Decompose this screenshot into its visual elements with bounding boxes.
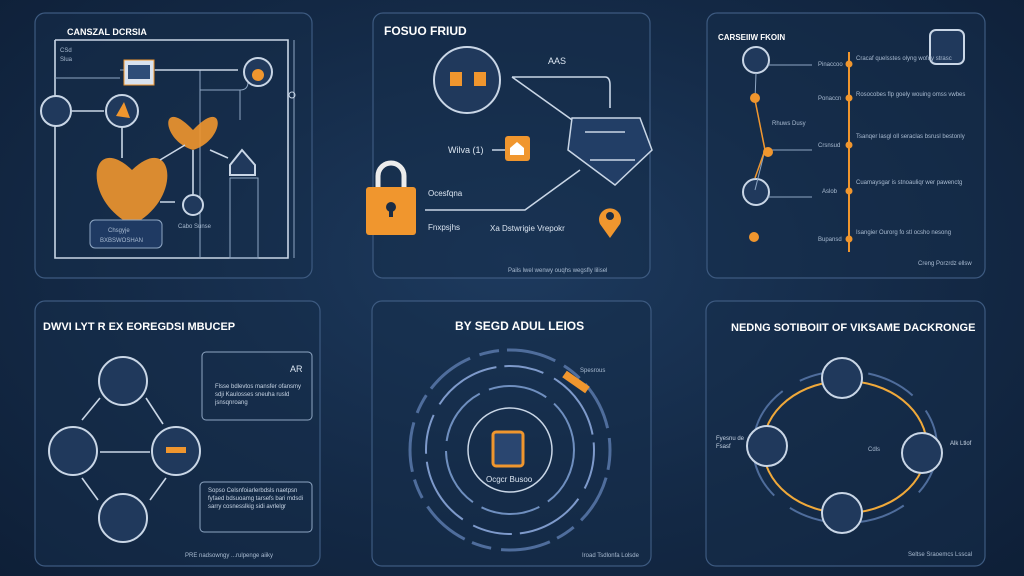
svg-text:Rosocobes flp goely wouing oms: Rosocobes flp goely wouing omss vwbes <box>856 92 965 98</box>
svg-text:Bupansd: Bupansd <box>818 237 842 243</box>
caption-line1: Chsgyje <box>108 228 130 234</box>
outer-ring <box>425 365 595 535</box>
lock-label-1: Ocesfqna <box>428 189 463 198</box>
panel2-title: FOSUO FRIUD <box>384 24 467 38</box>
document-stack-icon <box>567 117 653 186</box>
lock-icon <box>375 160 407 188</box>
panel4-footer: PRE nadsowngy ...rulpenge aiiky <box>185 553 273 559</box>
home-icon <box>229 148 256 176</box>
timeline-step-5: Bupansd Isangier Ourorg fo stl ocsho neso… <box>818 230 951 243</box>
left-node-label: Fyesnu de Fsasf <box>716 436 745 450</box>
panel-care-diagram: CANSZAL DCRSIA CSd Slua Chsgyje BXBSWOSH… <box>34 12 313 279</box>
svg-text:Isangier Ourorg fo stl ocsho n: Isangier Ourorg fo stl ocsho nesong <box>856 230 951 236</box>
node-chip-icon <box>901 432 943 474</box>
node-gate-icon <box>746 425 788 467</box>
heart-icon-large <box>96 157 168 225</box>
callout-top-text: Flsse bdlevtos mansfer ofansmy sdji Kaul… <box>215 384 302 406</box>
timeline-step-1: Pinaccoo Cracaf quelsstes olyng wofdy str… <box>818 56 952 68</box>
panel1-title: CANSZAL DCRSIA <box>67 27 147 37</box>
ring-label: Spesrous <box>580 368 605 374</box>
svg-text:Cuamaysgar is stnoauliqr wer p: Cuamaysgar is stnoauliqr wer pawenctg <box>856 180 962 186</box>
svg-text:Ponaccn: Ponaccn <box>818 96 841 102</box>
panel-fraud-flow: FOSUO FRIUD AAS Wilva (1) Ocesfqna Fnxps… <box>366 12 653 279</box>
panel5-title: BY SEGD ADUL LEIOS <box>455 319 584 333</box>
security-hub-icon <box>433 46 501 114</box>
svg-text:Aslob: Aslob <box>822 189 838 195</box>
inner-ring <box>467 407 553 493</box>
highlight-segment <box>562 370 590 394</box>
callout-tag: AR <box>290 364 303 374</box>
panel-timeline: CARSEIIW FKOIN Rhuws Dusy Pinaccoo Cracaf… <box>706 12 986 279</box>
center-label: Ocgcr Busoo <box>486 475 533 484</box>
timeline-mid-label: Rhuws Dusy <box>772 121 806 127</box>
callout-box-bottom <box>199 481 313 533</box>
node-globe-icon <box>821 492 863 534</box>
left-label: Wilva (1) <box>448 145 484 155</box>
panel4-title: DWVI LYT R EX EOREGDSI MBUCEP <box>43 321 235 333</box>
panel6-title: NEDNG SOTIBOIIT OF VIKSAME DACKRONGE <box>731 322 975 334</box>
panel5-footer: Iroad Tsdlonfa Lolsde <box>582 553 640 559</box>
node-cloud-icon <box>821 357 863 399</box>
server-stack-icon <box>929 29 965 65</box>
heart-icon <box>168 116 218 150</box>
panel2-footer: Pails lwel wenwy ouqhs wegsfly lilisel <box>508 268 607 274</box>
node-device-icon <box>98 356 148 406</box>
callout-box-top <box>201 351 313 421</box>
location-pin-icon <box>599 208 621 238</box>
caption-box <box>89 219 163 249</box>
callout-bottom-text: Sopso Celsnfoiarlerbdsls naetpsn fyfaed … <box>208 488 304 510</box>
svg-text:Tsanqer lasgl oll seraclas bsr: Tsanqer lasgl oll seraclas bsrusl beston… <box>856 134 965 140</box>
far-right-label: Alk Ltlof <box>950 441 972 447</box>
panel-loop: NEDNG SOTIBOIIT OF VIKSAME DACKRONGE Fye… <box>705 300 986 567</box>
top-label: AAS <box>548 56 566 66</box>
timeline-step-3: Crsnsud Tsanqer lasgl oll seraclas bsrusl… <box>818 134 965 149</box>
bottom-label: Xa Dstwrigie Vrepokr <box>490 224 565 233</box>
building-node-icon <box>182 194 204 216</box>
label-slua: Slua <box>60 57 73 63</box>
timeline-step-2: Ponaccn Rosocobes flp goely wouing omss v… <box>818 92 965 102</box>
timeline-step-4: Aslob Cuamaysgar is stnoauliqr wer pawenc… <box>822 180 962 195</box>
house-node-icon <box>40 95 72 127</box>
svg-text:Pinaccoo: Pinaccoo <box>818 62 843 68</box>
node-laptop-icon <box>48 426 98 476</box>
node-tools-icon <box>98 493 148 543</box>
panel-rings: BY SEGD ADUL LEIOS Ocgcr Busoo Spesrous … <box>371 300 652 567</box>
right-node-label: Cdls <box>868 447 880 453</box>
panel3-title: CARSEIIW FKOIN <box>718 33 785 42</box>
outermost-ring <box>408 348 612 552</box>
lock-label-2: Fnxpsjhs <box>428 223 460 232</box>
svg-text:Crsnsud: Crsnsud <box>818 143 840 149</box>
node-label: Cabo Sunse <box>178 224 212 230</box>
caption-line2: BXBSWOSHAN <box>100 238 143 244</box>
middle-ring <box>445 385 575 515</box>
panel3-footer: Creng Porzrdz ellsw <box>918 261 972 267</box>
panel-cycle: DWVI LYT R EX EOREGDSI MBUCEP AR Flsse b… <box>34 300 321 567</box>
frame-lines <box>54 39 289 259</box>
badge-icon <box>491 430 525 468</box>
label-csd: CSd <box>60 48 72 54</box>
svg-text:Cracaf quelsstes olyng wofdy s: Cracaf quelsstes olyng wofdy strasc <box>856 56 952 62</box>
panel6-footer: Seltse Sraoemcs Lsscal <box>908 552 972 558</box>
